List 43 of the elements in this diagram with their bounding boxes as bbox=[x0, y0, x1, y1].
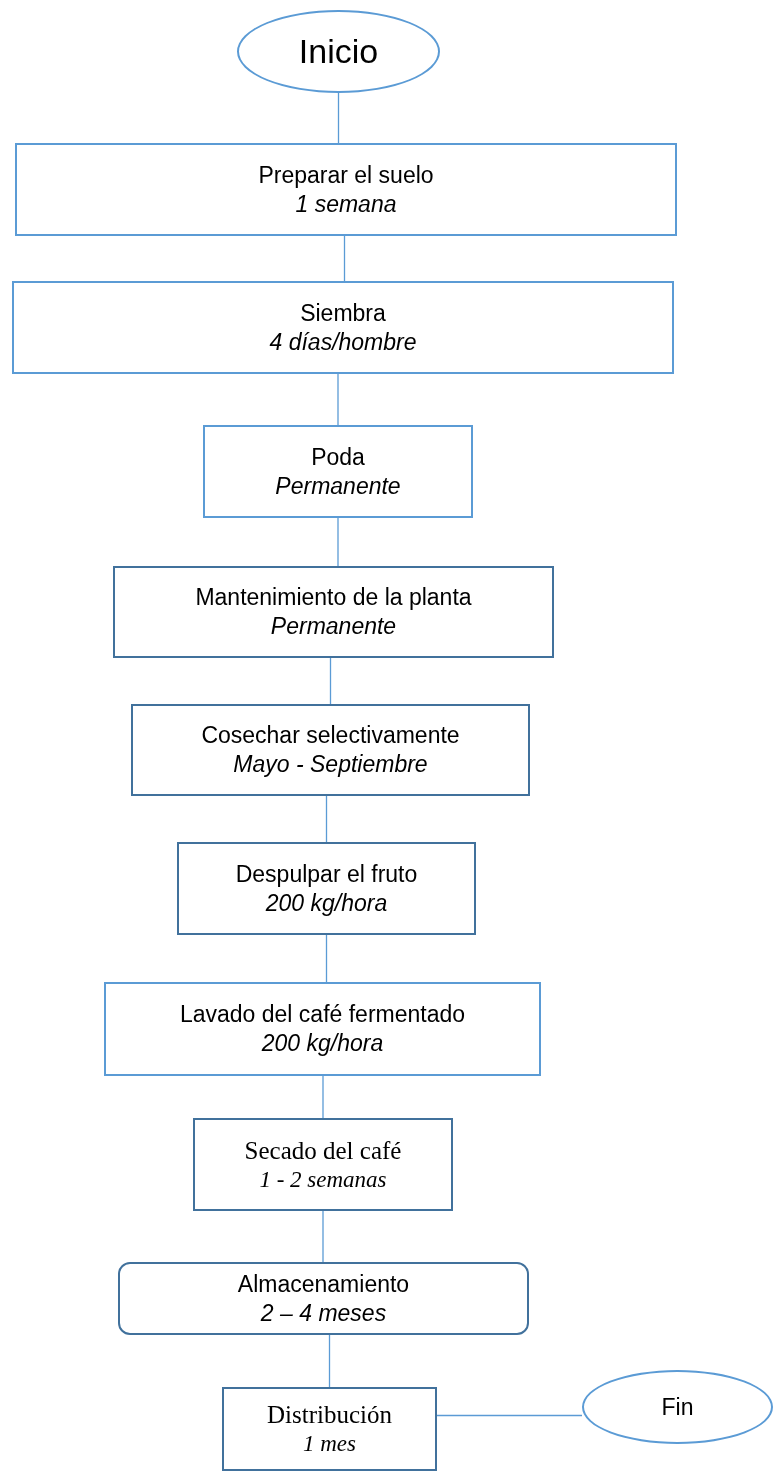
process-box bbox=[104, 982, 541, 1076]
step-duration: 1 semana bbox=[295, 189, 397, 219]
step-duration: Permanente bbox=[270, 612, 397, 641]
step-duration: 2 – 4 meses bbox=[260, 1298, 387, 1328]
step-title: Cosechar selectivamente bbox=[201, 721, 460, 750]
connector-line bbox=[337, 517, 339, 567]
connector-line bbox=[325, 795, 328, 843]
step-title: Siembra bbox=[300, 298, 386, 328]
process-box bbox=[222, 1387, 437, 1471]
step-title: Lavado del café fermentado bbox=[179, 1000, 466, 1029]
step-title: Poda bbox=[311, 442, 365, 472]
step-duration: 4 días/hombre bbox=[269, 327, 417, 357]
step-duration: 200 kg/hora bbox=[265, 888, 388, 918]
step-duration: 1 mes bbox=[303, 1430, 356, 1459]
step-title: Despulpar el fruto bbox=[235, 859, 418, 889]
step-duration: Permanente bbox=[275, 471, 401, 501]
step-duration: 200 kg/hora bbox=[261, 1029, 384, 1058]
process-box bbox=[113, 566, 554, 658]
step-duration: Mayo - Septiembre bbox=[233, 750, 428, 779]
step-title: Fin bbox=[661, 1392, 694, 1422]
process-box bbox=[12, 281, 674, 374]
connector-line bbox=[436, 1414, 583, 1417]
connector-line bbox=[337, 92, 340, 144]
process-box bbox=[15, 143, 677, 236]
connector-line bbox=[343, 235, 346, 282]
connector-line bbox=[322, 1210, 324, 1263]
process-box bbox=[118, 1262, 529, 1335]
process-box bbox=[203, 425, 473, 518]
connector-line bbox=[322, 1075, 324, 1119]
connector-line bbox=[328, 1334, 331, 1388]
step-title: Preparar el suelo bbox=[258, 160, 434, 190]
connector-line bbox=[337, 373, 339, 426]
process-box bbox=[177, 842, 476, 935]
process-box bbox=[193, 1118, 453, 1211]
step-duration: 1 - 2 semanas bbox=[259, 1165, 387, 1194]
step-title: Mantenimiento de la planta bbox=[195, 583, 472, 612]
connector-line bbox=[325, 934, 328, 983]
step-title: Distribución bbox=[267, 1400, 392, 1430]
process-box bbox=[131, 704, 530, 796]
step-title: Almacenamiento bbox=[237, 1269, 410, 1299]
step-title: Secado del café bbox=[244, 1135, 402, 1166]
step-title: Inicio bbox=[298, 31, 379, 73]
connector-line bbox=[329, 657, 332, 705]
